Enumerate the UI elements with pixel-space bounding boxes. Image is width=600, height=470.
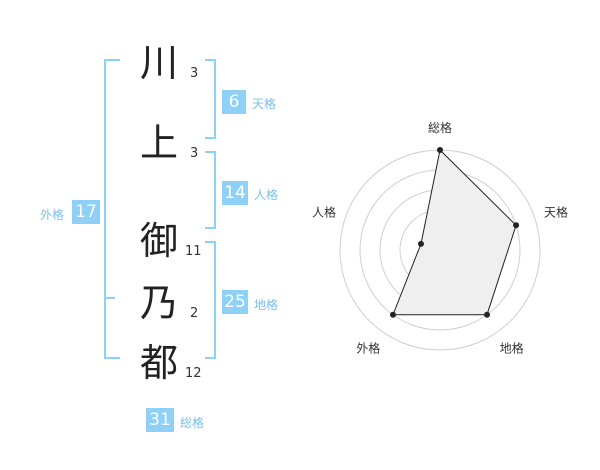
stroke-count-5: 12 [185,366,202,381]
outer-bracket [104,59,120,359]
name-char-3: 御 [140,219,179,263]
jin-value-badge: 14 [222,181,248,205]
sou-value-badge: 31 [146,408,174,432]
jin-label: 人格 [254,188,279,202]
radar-axis-label-3: 地格 [500,341,524,356]
gai-value-badge: 17 [72,200,100,224]
ten-bracket [205,59,216,139]
radar-axis-label-5: 人格 [312,204,336,219]
ten-label: 天格 [252,97,277,111]
radar-points [389,147,520,318]
name-char-5: 都 [140,341,179,385]
stroke-count-2: 3 [190,146,199,161]
radar-axis-label-4: 外格 [356,341,380,356]
stroke-count-3: 11 [185,244,202,259]
radar-point-3 [484,311,491,318]
gai-label: 外格 [40,208,65,222]
radar-point-1 [437,147,443,153]
name-char-2: 上 [140,121,179,165]
radar-point-5 [417,240,424,247]
stroke-count-4: 2 [190,306,199,321]
radar-point-4 [389,311,396,318]
radar-point-2 [513,222,520,229]
radar-area [392,148,517,316]
radar-axis-label-1: 総格 [428,120,452,135]
chi-value-badge: 25 [222,290,248,314]
ten-value-badge: 6 [222,90,246,114]
chi-bracket [205,241,216,359]
chi-label: 地格 [254,298,279,312]
sou-label: 総格 [180,416,205,430]
stroke-count-1: 3 [190,66,199,81]
jin-bracket [205,151,216,229]
radar-axis-label-2: 天格 [544,204,568,219]
name-char-1: 川 [140,41,179,85]
name-char-4: 乃 [140,281,179,325]
